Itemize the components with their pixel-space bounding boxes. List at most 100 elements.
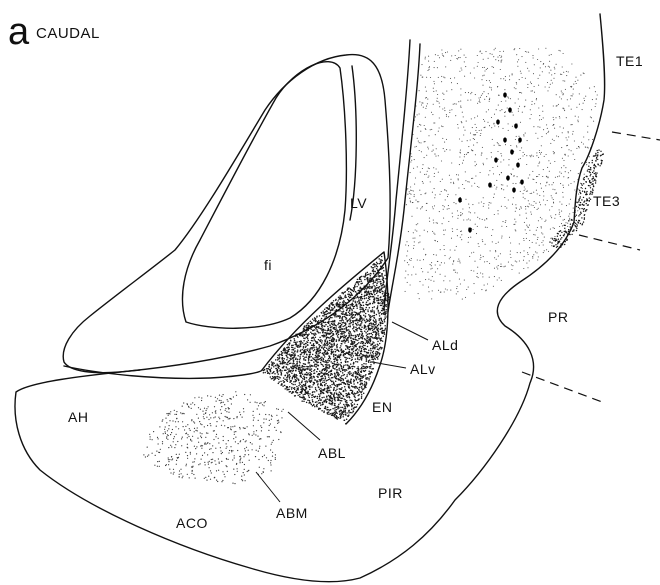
stipple-dot [473, 270, 474, 271]
stipple-dot [407, 251, 408, 252]
stipple-dot [554, 73, 555, 74]
stipple-dot [362, 366, 364, 368]
stipple-dot [221, 425, 222, 426]
stipple-dot [377, 305, 379, 307]
stipple-dot [417, 208, 418, 209]
stipple-dot [554, 68, 555, 69]
stipple-dot [561, 98, 562, 99]
stipple-dot [549, 61, 550, 62]
stipple-dot [367, 377, 369, 379]
stipple-dot [359, 277, 361, 279]
stipple-dot [373, 296, 375, 298]
stipple-dot [338, 417, 340, 419]
stipple-dot [331, 349, 333, 351]
stipple-dot [505, 144, 506, 145]
stipple-dot [453, 183, 454, 184]
stipple-dot [315, 366, 317, 368]
stipple-dot [263, 405, 264, 406]
stipple-dot [313, 320, 315, 322]
stipple-dot [324, 376, 326, 378]
stipple-dot [476, 233, 477, 234]
stipple-dot [366, 384, 368, 386]
stipple-dot [353, 339, 355, 341]
stipple-dot [338, 404, 340, 406]
stipple-dot [360, 316, 362, 318]
stipple-dot [327, 409, 329, 411]
stipple-dot [282, 385, 284, 387]
stipple-dot [369, 284, 371, 286]
stipple-dot [307, 373, 309, 375]
stipple-dot [306, 372, 308, 374]
stipple-dot [357, 376, 359, 378]
stipple-dot [289, 360, 291, 362]
stipple-dot [374, 266, 376, 268]
stipple-dot [463, 219, 464, 220]
stipple-dot [353, 351, 355, 353]
stipple-dot [487, 283, 488, 284]
stipple-dot [466, 121, 467, 122]
stipple-dot [489, 202, 490, 203]
stipple-dot [373, 317, 375, 319]
stipple-dot [186, 433, 187, 434]
stipple-dot [182, 437, 183, 438]
stipple-dot [456, 293, 457, 294]
stipple-dot [319, 371, 321, 373]
stipple-dot [293, 387, 295, 389]
stipple-dot [571, 150, 572, 151]
stipple-dot [549, 184, 550, 185]
stipple-dot [538, 157, 539, 158]
stipple-dot [325, 332, 327, 334]
stipple-dot [582, 109, 583, 110]
stipple-dot [247, 399, 248, 400]
stipple-dot [195, 430, 196, 431]
stipple-dot [573, 131, 574, 132]
stipple-dot [512, 74, 513, 75]
stipple-dot [321, 312, 323, 314]
stipple-dot [327, 349, 329, 351]
stipple-dot [348, 366, 350, 368]
stipple-dot [243, 411, 244, 412]
stipple-dot [563, 53, 564, 54]
stipple-dot [281, 351, 283, 353]
stipple-dot [270, 449, 271, 450]
stipple-dot [380, 281, 382, 283]
stipple-dot [574, 189, 575, 190]
stipple-dot [326, 315, 328, 317]
stipple-dot [453, 261, 454, 262]
stipple-dot [539, 150, 540, 151]
stipple-dot [325, 408, 327, 410]
stipple-dot [211, 459, 212, 460]
stipple-dot [330, 392, 332, 394]
stipple-dot [319, 337, 321, 339]
stipple-dot [377, 263, 379, 265]
stipple-dot [465, 92, 466, 93]
stipple-dot [327, 392, 329, 394]
stipple-dot [480, 133, 481, 134]
stipple-dot [570, 86, 571, 87]
stipple-dot [492, 229, 493, 230]
stipple-dot [553, 182, 554, 183]
stipple-dot [187, 474, 188, 475]
stipple-dot [293, 352, 295, 354]
stipple-dot [474, 161, 475, 162]
stipple-dot [297, 349, 299, 351]
stipple-dot [372, 330, 374, 332]
stipple-dot [545, 204, 546, 205]
stipple-dot [525, 188, 526, 189]
stipple-dot [310, 331, 312, 333]
stipple-dot [383, 295, 385, 297]
stipple-dot [338, 372, 340, 374]
stipple-dot [271, 363, 273, 365]
stipple-dot [533, 234, 534, 235]
stipple-dot [505, 100, 506, 101]
stipple-dot [358, 327, 360, 329]
stipple-dot [356, 305, 358, 307]
stipple-dot [443, 245, 444, 246]
stipple-dot [552, 139, 553, 140]
stipple-dot [488, 109, 489, 110]
stipple-dot [578, 189, 579, 190]
stipple-dot [375, 319, 377, 321]
stipple-dot [419, 298, 420, 299]
stipple-dot [404, 260, 405, 261]
stipple-dot [514, 175, 515, 176]
